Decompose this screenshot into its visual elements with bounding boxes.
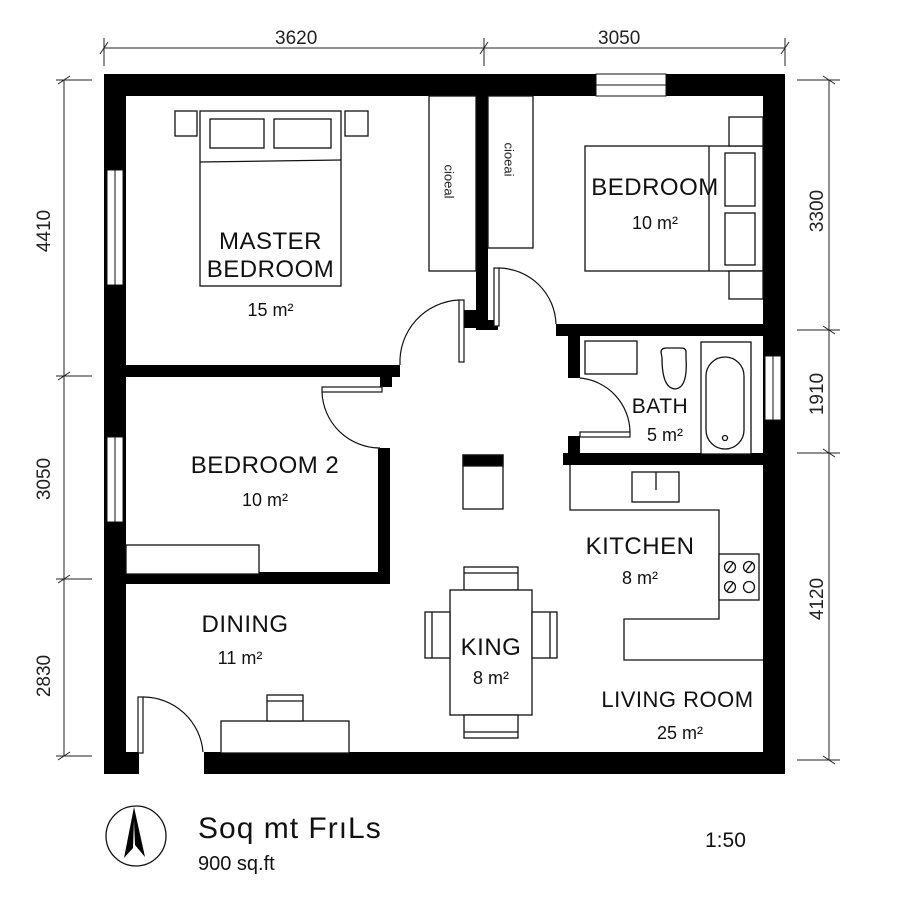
furniture <box>105 95 764 867</box>
dim-top-1: 3620 <box>275 28 318 49</box>
dim-right-1: 3300 <box>807 189 829 233</box>
room-name-line1: MASTER <box>218 228 322 255</box>
dim-right-3: 4120 <box>807 577 829 621</box>
room-area-master-bedroom: 15 m² <box>247 300 294 320</box>
dim-left-1: 4410 <box>34 209 56 253</box>
closet-label-left: cioeal <box>441 164 457 199</box>
room-name-bath: BATH <box>631 395 689 418</box>
dim-right-2: 1910 <box>807 372 829 416</box>
plan-scale: 1:50 <box>705 829 746 852</box>
room-name-bedroom-2: BEDROOM 2 <box>190 452 340 479</box>
dimension-lines-right <box>797 75 840 765</box>
room-name-dining: DINING <box>201 611 289 638</box>
room-area-dining: 11 m² <box>217 648 263 668</box>
room-master-bedroom: MASTER BEDROOM <box>200 228 341 284</box>
room-name-kitchen: KITCHEN <box>585 533 695 560</box>
windows <box>106 73 782 523</box>
stove-burners <box>723 560 756 594</box>
dimension-lines-top <box>99 38 790 66</box>
dim-left-2: 3050 <box>34 457 56 501</box>
doors <box>137 267 631 754</box>
room-area-bedroom-2: 10 m² <box>241 490 288 510</box>
room-name-bedroom: BEDROOM <box>591 174 719 201</box>
room-name-line2: BEDROOM <box>206 256 335 283</box>
interior-walls <box>104 90 785 584</box>
plan-title: Soq mt FrıLs <box>198 812 382 845</box>
north-arrow-icon <box>106 806 166 866</box>
plan-area-total: 900 sq.ft <box>198 853 275 875</box>
dimension-lines-left <box>56 75 92 761</box>
dim-top-2: 3050 <box>598 28 641 49</box>
room-name-king: KING <box>460 634 522 661</box>
room-area-bath: 5 m² <box>647 425 683 445</box>
room-name-living-room: LIVING ROOM <box>601 687 754 712</box>
room-area-bedroom: 10 m² <box>631 213 678 233</box>
dim-left-3: 2830 <box>34 654 56 698</box>
room-area-living-room: 25 m² <box>656 723 703 743</box>
room-area-kitchen: 8 m² <box>622 568 658 588</box>
closet-label-right: cioeai <box>501 142 517 177</box>
room-area-king: 8 m² <box>473 668 509 688</box>
